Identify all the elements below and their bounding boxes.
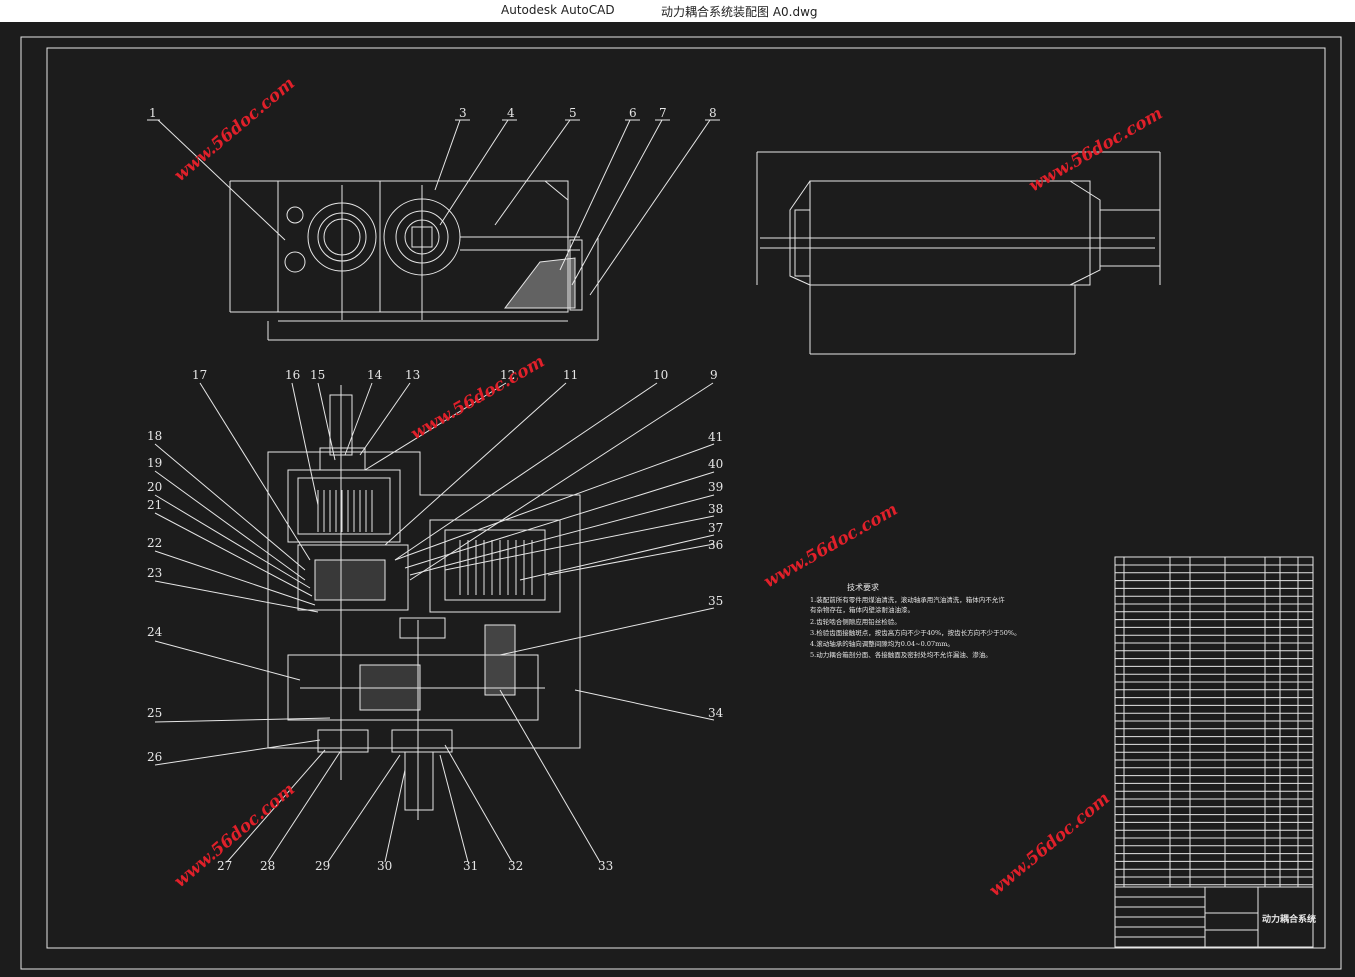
balloon-27: 27 <box>217 859 232 873</box>
balloon-17: 17 <box>192 368 207 382</box>
balloon-29: 29 <box>315 859 330 873</box>
balloon-8: 8 <box>709 106 717 120</box>
balloon-5: 5 <box>569 106 577 120</box>
balloon-20: 20 <box>147 480 162 494</box>
watermark-3: www.56doc.com <box>408 352 549 445</box>
balloon-37: 37 <box>708 521 723 535</box>
drawing-sheet[interactable]: 1 3 4 5 6 7 8 17 16 15 14 13 12 11 10 9 … <box>0 22 1355 973</box>
balloon-19: 19 <box>147 456 162 470</box>
parts-list <box>1114 556 1314 888</box>
balloon-33: 33 <box>598 859 613 873</box>
balloon-21: 21 <box>147 498 162 512</box>
balloon-34: 34 <box>708 706 724 720</box>
balloon-14: 14 <box>367 368 383 382</box>
balloon-12: 12 <box>500 368 515 382</box>
balloon-18: 18 <box>147 429 162 443</box>
balloon-10: 10 <box>653 368 668 382</box>
balloon-38: 38 <box>708 502 723 516</box>
front-view <box>229 180 599 341</box>
file-title: 动力耦合系统装配图 A0.dwg <box>661 5 818 19</box>
balloon-15: 15 <box>310 368 325 382</box>
balloon-40: 40 <box>708 457 723 471</box>
balloon-28: 28 <box>260 859 275 873</box>
watermark-1: www.56doc.com <box>170 73 298 185</box>
balloon-22: 22 <box>147 536 162 550</box>
balloon-23: 23 <box>147 566 162 580</box>
balloon-39: 39 <box>708 480 723 494</box>
balloon-41: 41 <box>708 430 723 444</box>
balloon-35: 35 <box>708 594 723 608</box>
app-title: Autodesk AutoCAD <box>501 3 615 17</box>
watermark-6: www.56doc.com <box>985 788 1113 900</box>
balloon-24: 24 <box>147 625 163 639</box>
balloon-26: 26 <box>147 750 162 764</box>
balloon-9: 9 <box>710 368 718 382</box>
balloon-31: 31 <box>463 859 478 873</box>
leader-lines <box>147 119 720 863</box>
balloon-36: 36 <box>708 538 723 552</box>
balloon-11: 11 <box>563 368 578 382</box>
window-title-bar: Autodesk AutoCAD 动力耦合系统装配图 A0.dwg <box>0 0 1355 23</box>
tech-line-1: 1.装配前所有零件用煤油清洗，滚动轴承用汽油清洗，箱体内不允许 <box>810 595 1005 604</box>
tech-title: 技术要求 <box>847 582 879 592</box>
tech-line-6: 5.动力耦合箱剖分面、各接触面及密封处均不允许漏油、渗油。 <box>810 650 992 659</box>
section-view <box>267 385 581 820</box>
balloon-32: 32 <box>508 859 523 873</box>
balloon-25: 25 <box>147 706 162 720</box>
inner-frame <box>46 47 1326 949</box>
title-block <box>1114 886 1314 948</box>
side-view <box>756 151 1161 355</box>
balloon-numbers: 1 3 4 5 6 7 8 17 16 15 14 13 12 11 10 9 … <box>147 106 724 873</box>
balloon-4: 4 <box>507 106 515 120</box>
watermark-5: www.56doc.com <box>170 779 298 891</box>
tech-line-4: 3.检验齿面接触斑点，按齿高方向不少于40%，按齿长方向不少于50%。 <box>810 628 1021 637</box>
balloon-6: 6 <box>629 106 637 120</box>
balloon-1: 1 <box>149 106 157 120</box>
watermark-4: www.56doc.com <box>761 500 902 593</box>
tech-line-3: 2.齿轮啮合侧隙应用铅丝检验。 <box>810 617 901 626</box>
balloon-16: 16 <box>285 368 300 382</box>
balloon-13: 13 <box>405 368 420 382</box>
balloon-7: 7 <box>659 106 667 120</box>
balloon-30: 30 <box>377 859 392 873</box>
drawing-canvas[interactable]: 1 3 4 5 6 7 8 17 16 15 14 13 12 11 10 9 … <box>0 22 1355 973</box>
watermark-2: www.56doc.com <box>1026 104 1167 197</box>
watermarks: www.56doc.com www.56doc.com www.56doc.co… <box>170 73 1166 900</box>
tech-line-2: 有杂物存在，箱体内壁涂耐油油漆。 <box>810 605 914 614</box>
outer-frame <box>20 36 1342 970</box>
balloon-3: 3 <box>459 106 467 120</box>
title-block-name: 动力耦合系统 <box>1262 913 1316 925</box>
tech-line-5: 4.滚动轴承的轴向调整间隙均为0.04~0.07mm。 <box>810 639 954 648</box>
technical-notes: 技术要求 1.装配前所有零件用煤油清洗，滚动轴承用汽油清洗，箱体内不允许 有杂物… <box>810 582 1021 659</box>
